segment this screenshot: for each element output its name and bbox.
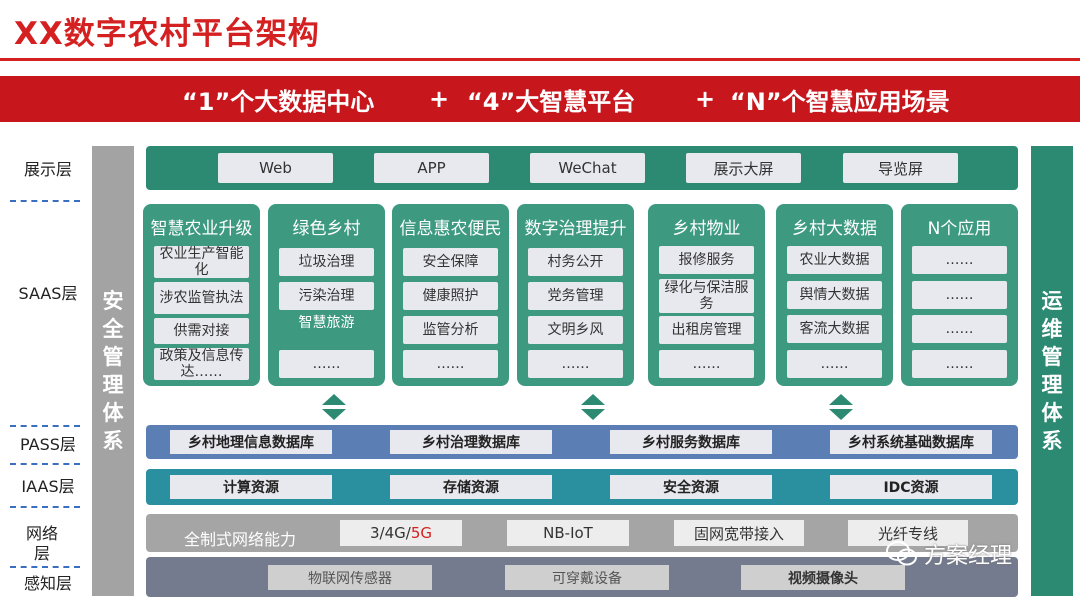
page-title: XX数字农村平台架构 [14, 16, 320, 52]
column-item: 党务管理 [528, 282, 623, 310]
column-item: 智慧旅游 [279, 310, 374, 336]
banner-part-3: “N”个智慧应用场景 [730, 87, 950, 116]
operations-management-bar: 运维管理体系 [1031, 146, 1073, 596]
network-capability-label: 全制式网络能力 [184, 530, 297, 549]
column-title: 信息惠农便民 [399, 219, 502, 239]
layer-divider [10, 506, 80, 508]
column-item: 出租房管理 [659, 316, 754, 344]
banner-part-2: “4”大智慧平台 [467, 87, 636, 116]
column-item: 污染治理 [279, 282, 374, 310]
layer-label-pass: PASS层 [20, 435, 76, 454]
banner-plus-2: + [695, 85, 716, 113]
sensor-wearable: 可穿戴设备 [505, 565, 669, 590]
network-nbiot: NB-IoT [507, 520, 629, 546]
sensor-camera: 视频摄像头 [741, 565, 905, 590]
column-item: 农业生产智能化 [154, 246, 249, 278]
database-governance: 乡村治理数据库 [390, 430, 552, 454]
iaas-compute: 计算资源 [170, 475, 332, 499]
saas-column-n-apps: N个应用 …… …… …… …… [901, 204, 1018, 386]
column-item: …… [912, 350, 1007, 378]
layer-label-perception: 感知层 [23, 574, 72, 593]
column-title: 乡村大数据 [792, 219, 877, 239]
column-item: 报修服务 [659, 246, 754, 274]
column-title: N个应用 [927, 219, 992, 239]
column-item: …… [403, 350, 498, 378]
saas-column-village-property: 乡村物业 报修服务 绿化与保洁服务 出租房管理 …… [648, 204, 765, 386]
saas-column-digital-governance: 数字治理提升 村务公开 党务管理 文明乡风 …… [517, 204, 634, 386]
column-item: 客流大数据 [787, 315, 882, 343]
database-geo-info: 乡村地理信息数据库 [170, 430, 332, 454]
column-title: 乡村物业 [672, 219, 741, 239]
operations-management-text: 运维管理体系 [1041, 289, 1063, 453]
banner-part-1: “1”个大数据中心 [182, 87, 375, 116]
column-item: …… [528, 350, 623, 378]
display-item-big-screen: 展示大屏 [686, 153, 801, 183]
saas-column-green-village: 绿色乡村 垃圾治理 污染治理 智慧旅游 …… [268, 204, 385, 386]
layer-label-saas: SAAS层 [18, 284, 78, 303]
column-item: 涉农监管执法 [154, 282, 249, 314]
column-item: 农业大数据 [787, 246, 882, 274]
saas-column-smart-agriculture: 智慧农业升级 农业生产智能化 涉农监管执法 供需对接 政策及信息传达…… [143, 204, 260, 386]
column-item: 健康照护 [403, 282, 498, 310]
column-item: …… [912, 315, 1007, 343]
architecture-banner: “1”个大数据中心 + “4”大智慧平台 + “N”个智慧应用场景 [0, 76, 1080, 122]
layer-label-iaas: IAAS层 [21, 477, 75, 496]
column-item: 政策及信息传达…… [154, 348, 249, 380]
column-item: …… [279, 350, 374, 378]
display-item-wechat: WeChat [530, 153, 645, 183]
network-5g: 5G [410, 524, 432, 542]
column-item: 垃圾治理 [279, 248, 374, 276]
bidirectional-arrow-icon [322, 394, 346, 420]
layer-divider [10, 200, 80, 202]
column-item: …… [659, 350, 754, 378]
layer-label-network: 网络层 [25, 524, 58, 563]
iaas-storage: 存储资源 [390, 475, 552, 499]
column-item: 文明乡风 [528, 316, 623, 344]
wechat-icon [886, 541, 917, 566]
column-item: 供需对接 [154, 318, 249, 344]
column-item: …… [787, 350, 882, 378]
layer-divider [10, 463, 80, 465]
column-item: 监管分析 [403, 316, 498, 344]
database-service: 乡村服务数据库 [610, 430, 772, 454]
banner-plus-1: + [429, 85, 450, 113]
network-mobile-prefix: 3/4G/ [370, 524, 411, 542]
iaas-idc: IDC资源 [830, 475, 992, 499]
saas-column-info-benefit: 信息惠农便民 安全保障 健康照护 监管分析 …… [392, 204, 509, 386]
display-item-web: Web [218, 153, 333, 183]
sensor-iot: 物联网传感器 [268, 565, 432, 590]
security-management-bar: 安全管理体系 [92, 146, 134, 596]
title-divider [0, 58, 1080, 61]
column-title: 绿色乡村 [292, 219, 361, 239]
display-item-app: APP [374, 153, 489, 183]
network-broadband: 固网宽带接入 [674, 520, 804, 546]
column-item: 村务公开 [528, 248, 623, 276]
network-mobile: 3/4G/5G [340, 520, 462, 546]
display-item-guide-screen: 导览屏 [843, 153, 958, 183]
watermark-text: 方案经理 [924, 544, 1013, 569]
column-item: …… [912, 246, 1007, 274]
column-title: 数字治理提升 [524, 219, 627, 239]
network-fiber: 光纤专线 [848, 520, 968, 546]
layer-divider [10, 425, 80, 427]
security-management-text: 安全管理体系 [102, 289, 124, 453]
layer-divider [10, 566, 80, 568]
bidirectional-arrow-icon [829, 394, 853, 420]
column-item: …… [912, 281, 1007, 309]
bidirectional-arrow-icon [581, 394, 605, 420]
column-item: 安全保障 [403, 248, 498, 276]
watermark: 方案经理 [886, 538, 1012, 570]
saas-column-village-big-data: 乡村大数据 农业大数据 舆情大数据 客流大数据 …… [776, 204, 893, 386]
column-item: 舆情大数据 [787, 281, 882, 309]
column-item: 绿化与保洁服务 [659, 279, 754, 313]
column-title: 智慧农业升级 [150, 219, 253, 239]
iaas-security: 安全资源 [610, 475, 772, 499]
database-system-base: 乡村系统基础数据库 [830, 430, 992, 454]
layer-label-display: 展示层 [23, 160, 72, 179]
